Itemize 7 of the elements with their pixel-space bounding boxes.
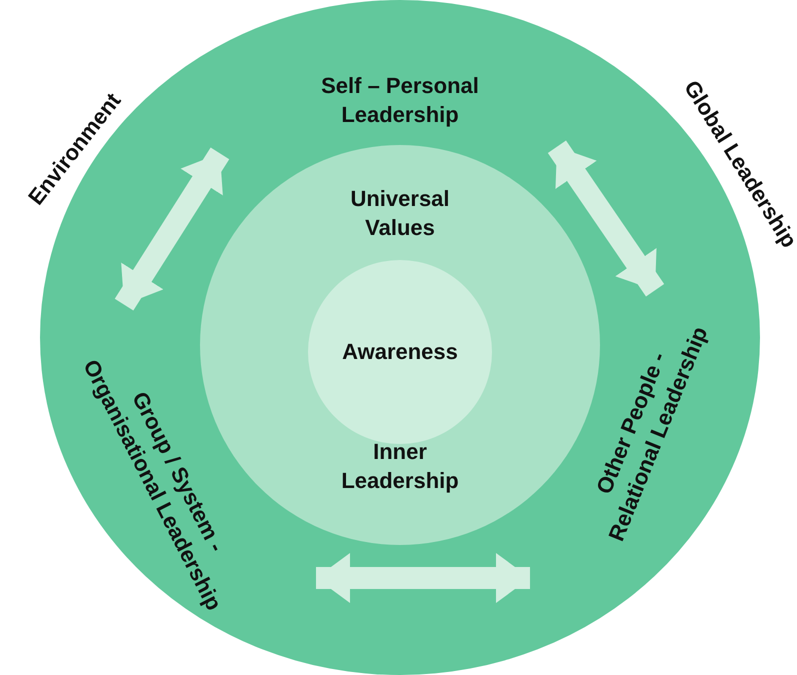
circle-label: Awareness <box>342 338 458 366</box>
circle-label: Universal Values <box>349 185 451 242</box>
double-arrow <box>548 140 664 296</box>
circle-label: Inner Leadership <box>340 438 460 495</box>
double-arrow <box>114 147 230 311</box>
node-label: Self – Personal Leadership <box>285 72 515 130</box>
double-arrow <box>316 553 530 603</box>
